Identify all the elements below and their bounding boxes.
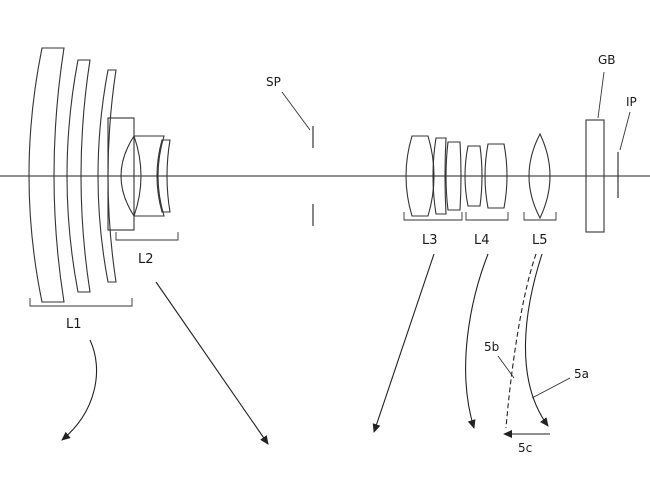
lens-l2-element-3 [156, 139, 171, 213]
lens-l2-element-2 [134, 135, 165, 217]
l2-movement-arrow [155, 281, 269, 445]
lens-group-l2: L2 [107, 117, 179, 267]
lens-group-l4: L4 [464, 143, 509, 248]
label-5b: 5b [484, 340, 499, 354]
lens-group-l1: L1 [28, 47, 133, 332]
ip-leader-line [619, 111, 631, 151]
label-gb: GB [598, 53, 616, 67]
image-plane: IP [617, 95, 637, 198]
lens-l1-element-2 [66, 59, 91, 293]
lens-l4-element-1 [464, 145, 483, 207]
label-ip: IP [626, 95, 637, 109]
l5-locus-5a [524, 253, 549, 427]
label-l2: L2 [138, 252, 154, 267]
lens-l1-element-3 [97, 69, 117, 283]
l4-movement-arrow [465, 253, 489, 429]
lens-l5-bracket [523, 212, 557, 221]
lens-l3-bracket [403, 212, 463, 221]
label-5c: 5c [518, 441, 532, 455]
5a-leader-line [531, 377, 571, 399]
lens-l3-element-2 [432, 137, 447, 215]
l1-movement-arrow [61, 339, 98, 441]
glass-block: GB [585, 53, 616, 233]
l3-movement-arrow [372, 253, 435, 433]
label-l4: L4 [474, 233, 490, 248]
lens-l4-bracket [465, 212, 509, 221]
lens-l1-element-1 [28, 47, 65, 303]
label-sp: SP [266, 75, 281, 89]
lens-l3-element-1 [405, 135, 435, 217]
aperture-stop: SP [266, 75, 314, 226]
l5-locus-5b [505, 253, 537, 429]
lens-l2-bracket [115, 232, 179, 241]
movement-trajectories [61, 253, 550, 445]
lens-group-l5: L5 [523, 132, 557, 248]
glass-block-plate [585, 119, 605, 233]
gb-leader-line [597, 71, 605, 119]
lens-l1-bracket [29, 298, 133, 307]
lens-l4-element-2 [484, 143, 508, 209]
lens-l5-element [528, 132, 551, 220]
lens-group-l3: L3 [403, 135, 463, 248]
label-l5: L5 [532, 233, 548, 248]
sp-leader-line [281, 91, 311, 131]
l5-locus-labels: 5b 5a 5c [484, 340, 589, 455]
5b-leader-line [497, 355, 515, 379]
label-l1: L1 [66, 317, 82, 332]
lens-l2-flange [107, 117, 135, 231]
label-l3: L3 [422, 233, 438, 248]
lens-l3-element-3 [445, 141, 462, 211]
label-5a: 5a [574, 367, 589, 381]
